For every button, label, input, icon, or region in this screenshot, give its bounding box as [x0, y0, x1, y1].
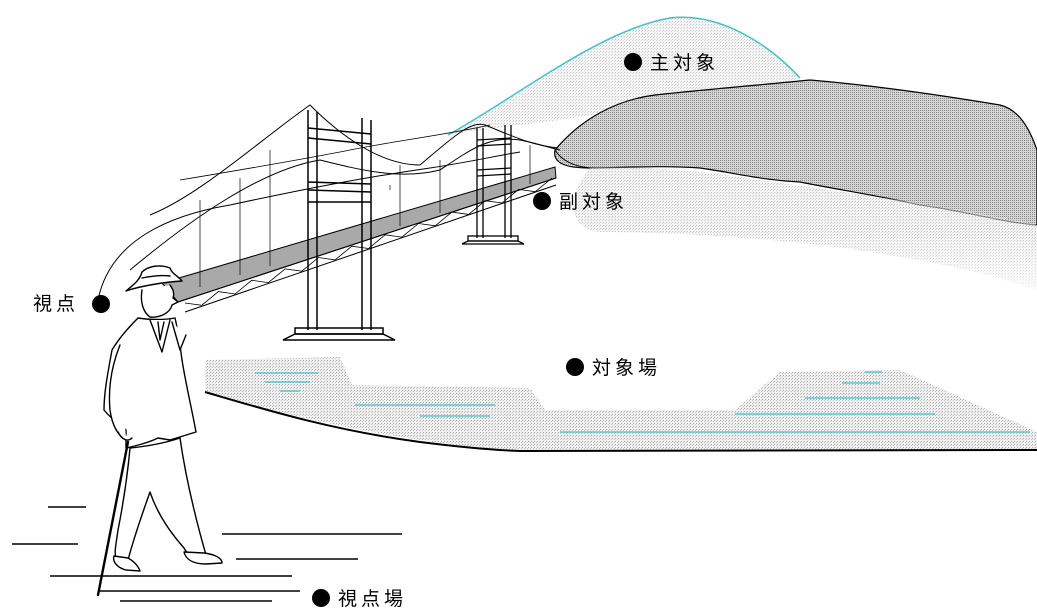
main-object-label: 主対象 — [650, 52, 719, 74]
viewpoint-field-ground-lines — [12, 506, 402, 602]
object-field-shore — [204, 357, 1037, 453]
object-field-label: 対象場 — [592, 357, 661, 379]
sub-object-hill — [554, 79, 1037, 295]
suspender-cables — [199, 145, 531, 287]
marker-dot-sub-object — [533, 192, 551, 210]
water-ripple-lines — [255, 371, 1030, 433]
label-sub-object: 副対象 — [533, 191, 628, 213]
sub-object-label: 副対象 — [559, 191, 628, 213]
label-viewpoint-field: 視点場 — [312, 588, 407, 610]
man-figure — [96, 265, 223, 597]
label-object-field: 対象場 — [566, 357, 661, 379]
bridge-tower-near — [282, 110, 396, 341]
label-main-object: 主対象 — [624, 52, 719, 74]
marker-dot-object-field — [566, 358, 584, 376]
marker-dot-main-object — [624, 53, 642, 71]
bridge-tower-far — [461, 125, 525, 245]
label-viewpoint: 視点 — [33, 293, 110, 315]
viewpoint-field-label: 視点場 — [338, 588, 407, 610]
marker-dot-viewpoint — [92, 295, 110, 313]
viewpoint-label: 視点 — [33, 293, 79, 315]
suspension-bridge — [97, 104, 561, 341]
marker-dot-viewpoint-field — [312, 589, 330, 607]
main-object-mountain — [447, 16, 801, 136]
